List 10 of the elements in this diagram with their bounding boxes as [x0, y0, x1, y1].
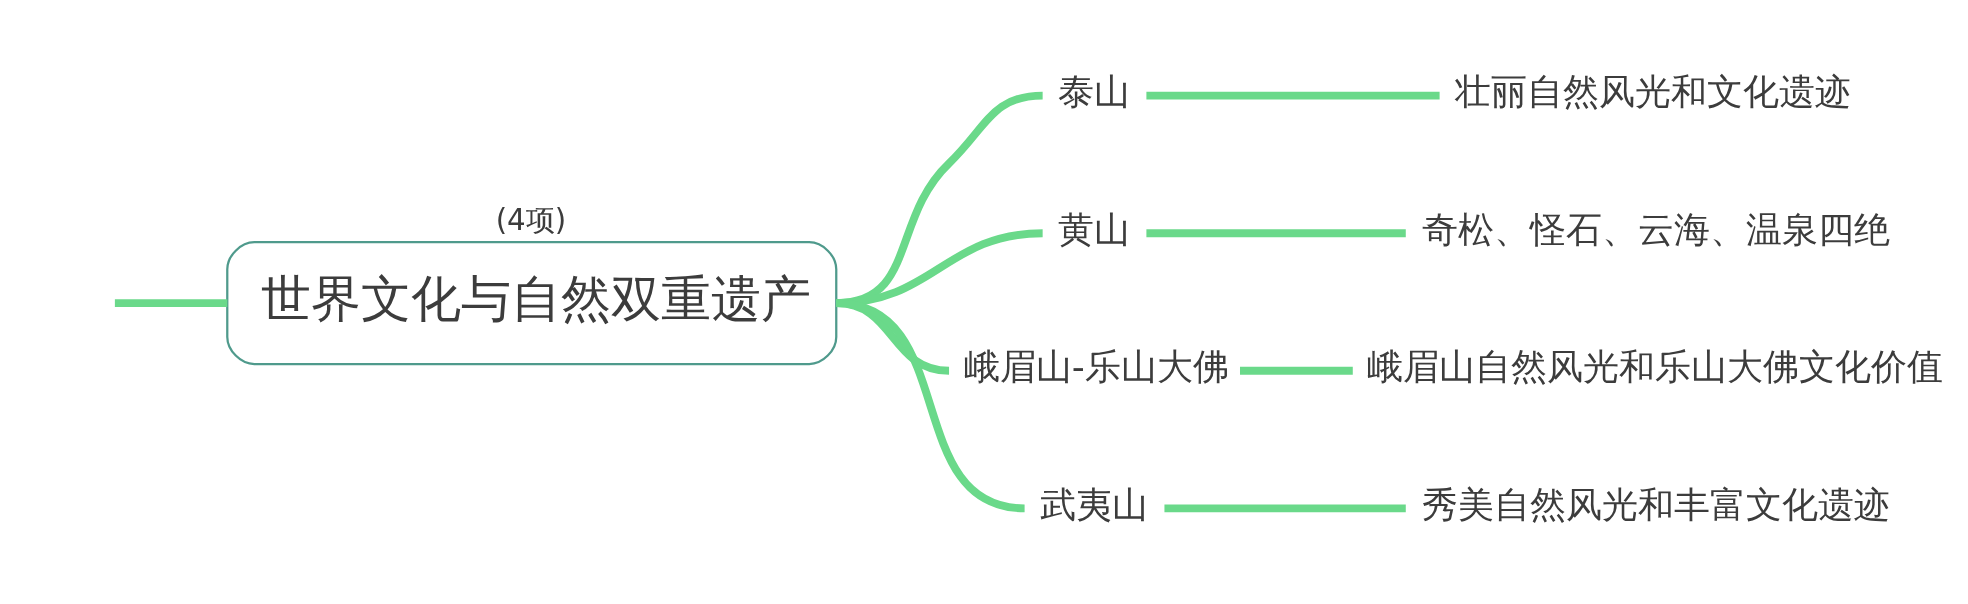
node-text: 泰山	[1058, 71, 1131, 114]
node-text: 奇松、怪石、云海、温泉四绝	[1421, 208, 1890, 251]
node-text: 峨眉山自然风光和乐山大佛文化价值	[1367, 346, 1944, 389]
connector	[835, 299, 1026, 513]
node-text: 峨眉山-乐山大佛	[963, 346, 1229, 389]
node-label: (4项)	[495, 202, 567, 237]
node-text: 黄山	[1058, 208, 1131, 251]
node-text: 壮丽自然风光和文化遗迹	[1455, 71, 1852, 114]
node-text: 秀美自然风光和丰富文化遗迹	[1421, 483, 1890, 526]
node-text: 武夷山	[1040, 483, 1149, 526]
